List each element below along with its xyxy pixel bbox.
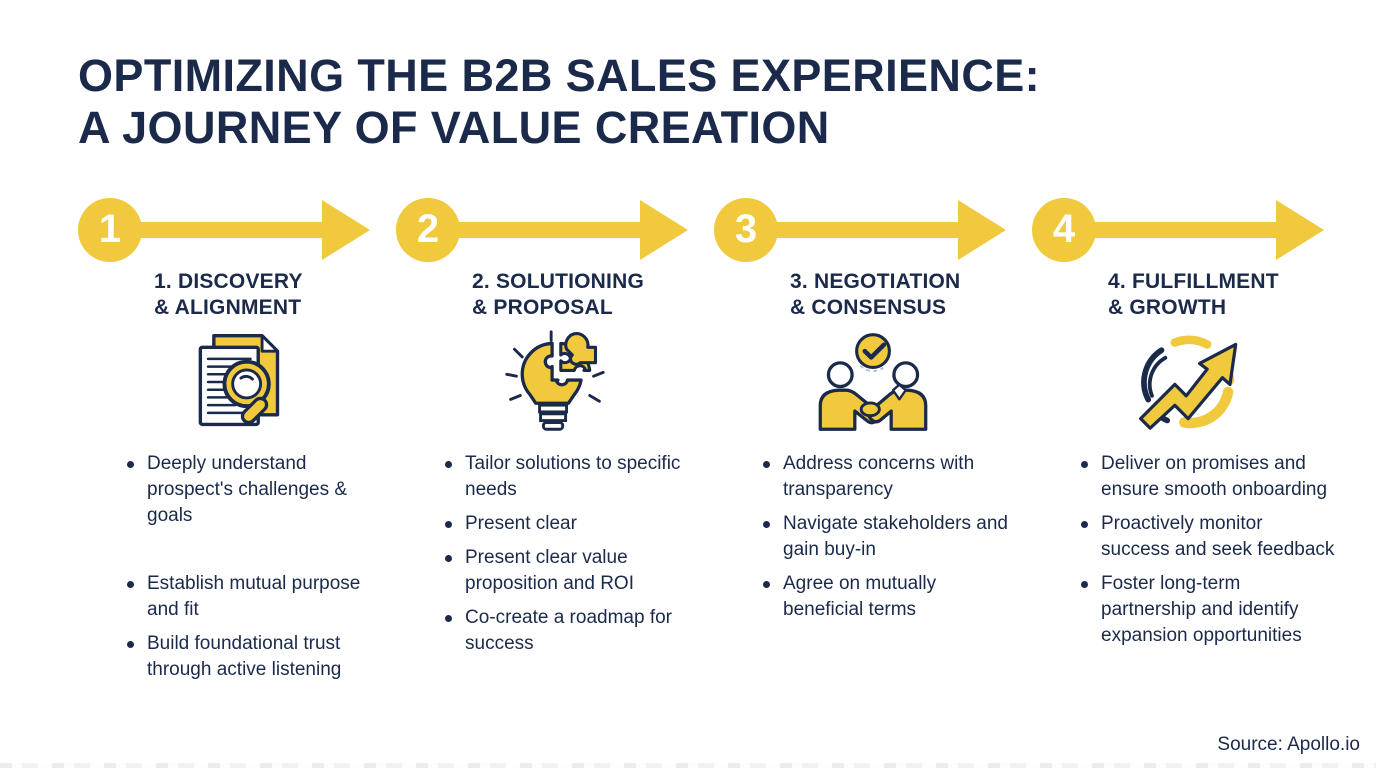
stage-number-circle: 2 <box>396 198 460 262</box>
document-magnifier-icon <box>78 325 396 439</box>
stages-row: 1 1. DISCOVERY & ALIGNMENT Deeply unders… <box>78 198 1358 691</box>
arrow-head-icon <box>958 200 1006 260</box>
stage-title: 2. SOLUTIONING & PROPOSAL <box>472 270 644 319</box>
stage-number: 3 <box>734 206 758 251</box>
stage-number: 4 <box>1052 206 1076 251</box>
bullet-item: Tailor solutions to specific needs <box>442 451 700 503</box>
stage-title: 4. FULFILLMENT & GROWTH <box>1108 270 1279 319</box>
handshake-check-icon <box>714 325 1032 439</box>
arrow-head-icon <box>322 200 370 260</box>
stage-number: 1 <box>98 206 122 251</box>
bottom-edge-artifact <box>0 763 1376 768</box>
page-title-line-1: OPTIMIZING THE B2B SALES EXPERIENCE: <box>78 50 1041 101</box>
bullet-item: Foster long-term partnership and identif… <box>1078 571 1336 649</box>
stage-title: 3. NEGOTIATION & CONSENSUS <box>790 270 961 319</box>
bullet-item: Present clear <box>442 511 700 537</box>
stage-column: 2 2. SOLUTIONING & PROPOSAL Tailor solut… <box>396 198 714 691</box>
bullet-item: Establish mutual purpose and fit <box>124 571 382 623</box>
bullet-item: Navigate stakeholders and gain buy-in <box>760 511 1018 563</box>
arrow-bar <box>428 222 640 238</box>
stage-column: 3 3. NEGOTIATION & CONSENSUS Address con… <box>714 198 1032 691</box>
bullet-item: Address concerns with transparency <box>760 451 1018 503</box>
stage-bullet-list: Deeply understand prospect's challenges … <box>124 451 382 683</box>
bullet-item: Proactively monitor success and seek fee… <box>1078 511 1336 563</box>
growth-arrow-icon <box>1032 325 1350 439</box>
page-title: OPTIMIZING THE B2B SALES EXPERIENCE: A J… <box>78 50 1040 154</box>
arrow-head-icon <box>1276 200 1324 260</box>
stage-number-circle: 1 <box>78 198 142 262</box>
puzzle-lightbulb-icon <box>396 325 714 439</box>
stage-title: 1. DISCOVERY & ALIGNMENT <box>154 270 303 319</box>
stage-bullet-list: Deliver on promises and ensure smooth on… <box>1078 451 1336 649</box>
bullet-item: Agree on mutually beneficial terms <box>760 571 1018 623</box>
bullet-item: Deliver on promises and ensure smooth on… <box>1078 451 1336 503</box>
stage-progress-arrow: 1 <box>78 198 396 262</box>
bullet-item: Present clear value proposition and ROI <box>442 545 700 597</box>
stage-number-circle: 4 <box>1032 198 1096 262</box>
stage-progress-arrow: 4 <box>1032 198 1350 262</box>
stage-progress-arrow: 3 <box>714 198 1032 262</box>
stage-number-circle: 3 <box>714 198 778 262</box>
arrow-bar <box>1064 222 1276 238</box>
page-title-line-2: A JOURNEY OF VALUE CREATION <box>78 102 830 153</box>
source-attribution: Source: Apollo.io <box>1217 734 1360 755</box>
arrow-bar <box>746 222 958 238</box>
arrow-bar <box>110 222 322 238</box>
stage-progress-arrow: 2 <box>396 198 714 262</box>
arrow-head-icon <box>640 200 688 260</box>
bullet-item: Build foundational trust through active … <box>124 631 382 683</box>
bullet-item: Deeply understand prospect's challenges … <box>124 451 382 529</box>
stage-number: 2 <box>416 206 440 251</box>
stage-column: 1 1. DISCOVERY & ALIGNMENT Deeply unders… <box>78 198 396 691</box>
bullet-item: Co-create a roadmap for success <box>442 605 700 657</box>
stage-column: 4 4. FULFILLMENT & GROWTH Deliver on pro… <box>1032 198 1350 691</box>
